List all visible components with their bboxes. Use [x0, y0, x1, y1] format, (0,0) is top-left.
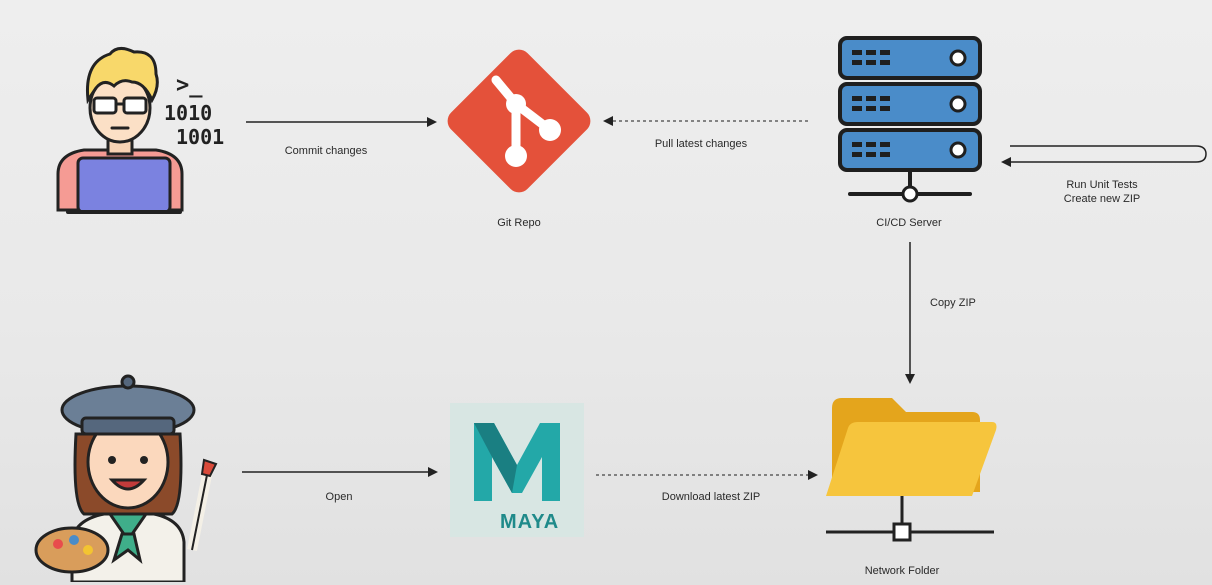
server-icon — [838, 36, 982, 203]
developer-icon — [56, 47, 184, 214]
git-logo-icon — [447, 49, 591, 193]
pull-label: Pull latest changes — [654, 138, 748, 150]
copy-zip-label: Copy ZIP — [930, 297, 976, 309]
open-label: Open — [325, 491, 353, 503]
developer-code-text-2: 1010 — [164, 101, 213, 125]
network-folder-label: Network Folder — [864, 565, 940, 577]
developer-code-text-1: >_ — [176, 73, 203, 98]
developer-code-text-3: 1001 — [176, 125, 225, 149]
commit-label: Commit changes — [284, 145, 368, 157]
maya-logo-icon — [450, 403, 584, 537]
unit-tests-label-1: Run Unit Tests — [1066, 179, 1138, 191]
git-repo-label: Git Repo — [497, 217, 541, 229]
maya-logo-text: MAYA — [500, 511, 560, 533]
download-label: Download latest ZIP — [661, 491, 761, 503]
artist-icon — [34, 374, 218, 582]
network-folder-icon — [826, 398, 997, 542]
unit-tests-label-2: Create new ZIP — [1063, 193, 1141, 205]
ci-server-label: CI/CD Server — [876, 217, 942, 229]
